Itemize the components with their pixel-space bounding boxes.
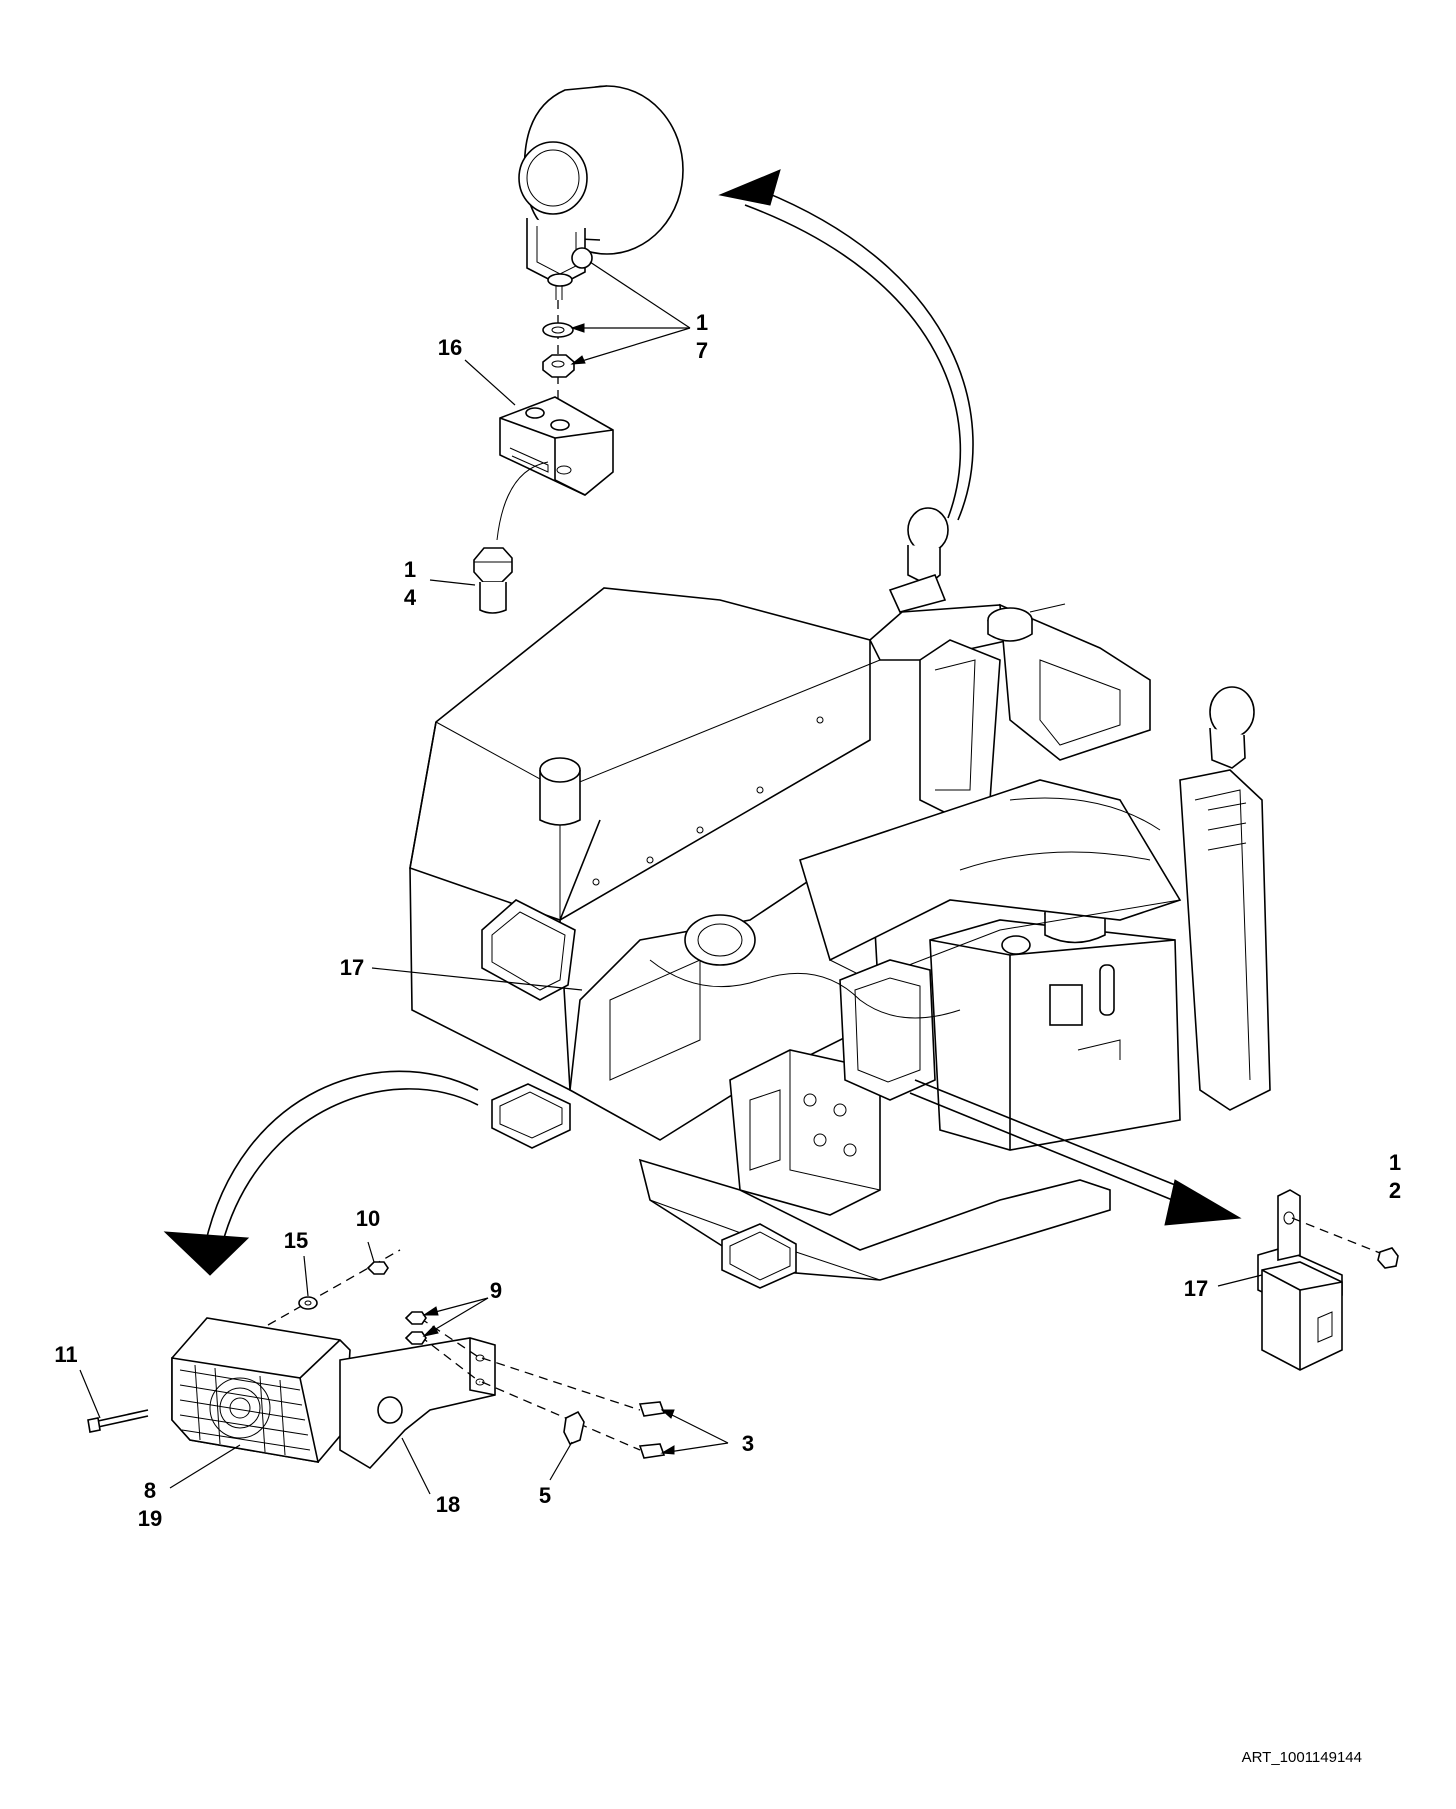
leader-lines [79,261,1263,1495]
callout-item-7: 7 [696,338,708,363]
callout-labels: 1 7 16 1 4 17 1 2 17 15 10 9 11 3 8 19 1… [54,310,1401,1531]
callout-item-11: 11 [54,1342,77,1367]
straight-arrow-right [909,1079,1242,1226]
callout-item-19: 19 [138,1506,162,1531]
callout-item-2: 2 [1389,1178,1401,1203]
callout-item-15: 15 [284,1228,308,1253]
machine-chassis [409,507,1271,1289]
callout-item-9: 9 [490,1278,502,1303]
callout-item-18: 18 [436,1492,460,1517]
callout-item-4: 4 [404,585,417,610]
callout-item-1-top: 1 [696,310,708,335]
callout-item-10: 10 [356,1206,380,1231]
callout-item-5: 5 [539,1483,551,1508]
callout-item-16: 16 [438,335,462,360]
relay-assembly [1257,1189,1399,1371]
hex-head-bolt [473,547,513,614]
callout-item-1-relay: 1 [1389,1150,1401,1175]
tail-light-assembly [87,1249,666,1470]
art-number: ART_1001149144 [1242,1749,1362,1766]
tail-light-lens-grille [179,1364,311,1456]
mounting-block [496,396,614,541]
callout-item-8: 8 [144,1478,156,1503]
callout-item-17-left: 17 [340,955,364,980]
curved-arrow-lower [163,1070,479,1276]
callout-item-17-right: 17 [1184,1276,1208,1301]
curved-arrow-upper [718,169,974,521]
callout-item-3: 3 [742,1431,754,1456]
callout-item-1-bolt: 1 [404,557,416,582]
work-light-assembly [518,85,684,440]
